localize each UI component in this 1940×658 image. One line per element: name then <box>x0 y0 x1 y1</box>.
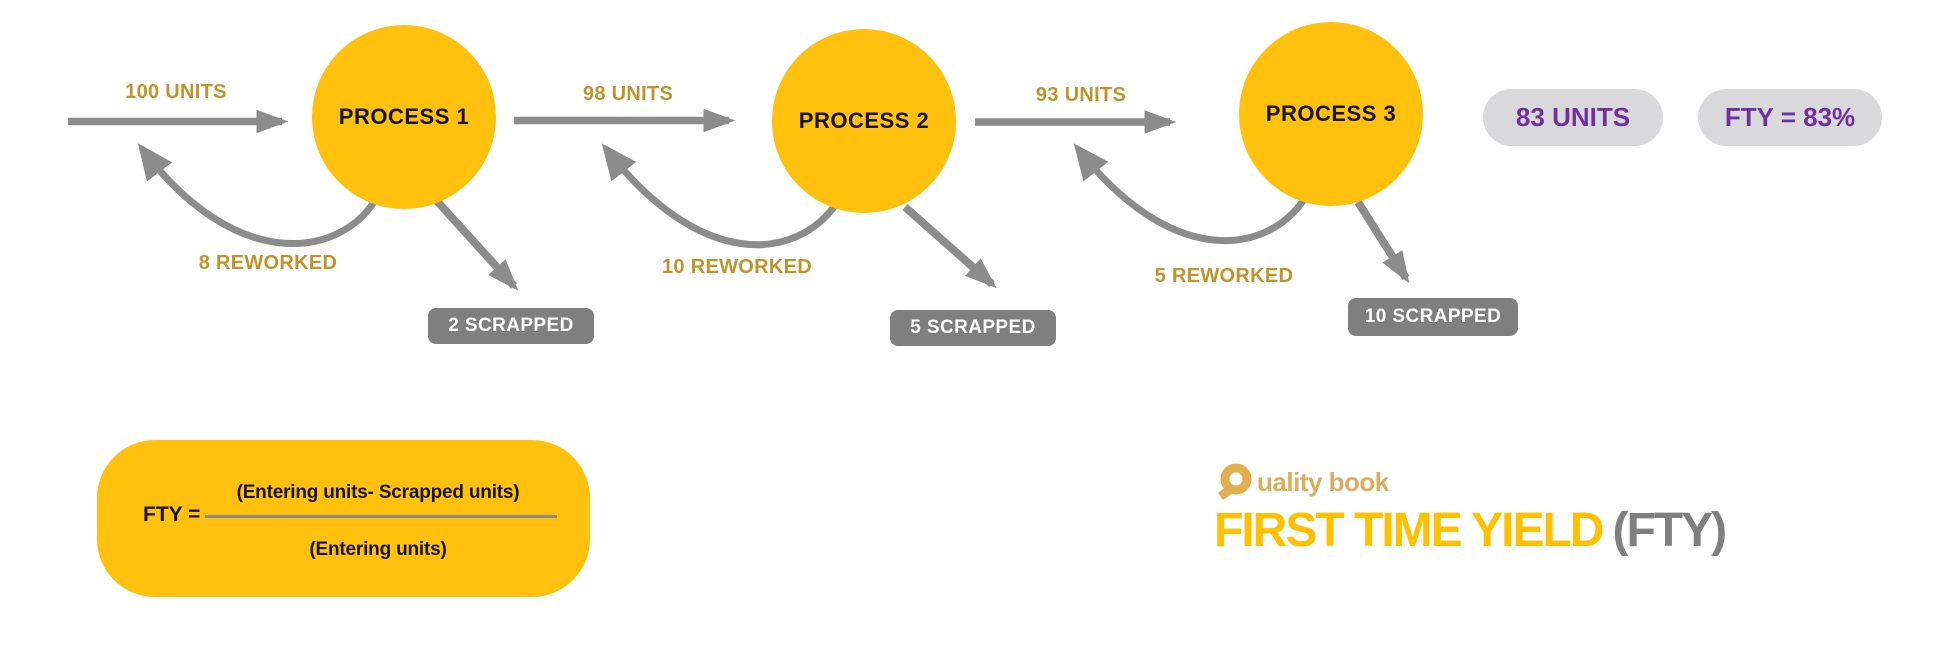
process-2-label: PROCESS 2 <box>798 108 930 133</box>
scrap-arrow-2 <box>902 204 997 289</box>
formula-numerator: (Entering units- Scrapped units) <box>236 482 520 503</box>
scrapped-box-1: 2 SCRAPPED <box>428 308 594 344</box>
formula-card: FTY = (Entering units- Scrapped units) (… <box>97 440 590 597</box>
process-1-circle: PROCESS 1 <box>312 25 496 209</box>
quality-book-logo: uality book <box>1214 462 1389 502</box>
units-label-1: 100 UNITS <box>125 81 227 103</box>
page-title-main: FIRST TIME YIELD <box>1214 504 1604 557</box>
formula-denominator: (Entering units) <box>309 539 447 560</box>
scrapped-box-2: 5 SCRAPPED <box>890 310 1056 346</box>
fty-result-pill: FTY = 83% <box>1698 89 1882 146</box>
rework-arrow-3 <box>1073 143 1307 245</box>
formula-lhs: FTY = <box>143 503 201 526</box>
rework-arrow-1 <box>137 143 378 248</box>
quality-book-logo-icon <box>1218 463 1252 500</box>
rework-arrow-2 <box>601 143 840 249</box>
units-label-3: 93 UNITS <box>1035 84 1127 106</box>
page-title: FIRST TIME YIELD(FTY) <box>1214 503 1727 558</box>
rework-label-2: 10 REWORKED <box>662 256 812 278</box>
scrap-arrow-1 <box>433 197 519 291</box>
quality-book-logo-text: uality book <box>1257 466 1389 497</box>
output-units-pill: 83 UNITS <box>1483 89 1663 146</box>
rework-label-1: 8 REWORKED <box>198 252 338 274</box>
process-3-circle: PROCESS 3 <box>1239 22 1423 206</box>
scrapped-box-3: 10 SCRAPPED <box>1348 298 1518 336</box>
fraction-bar <box>205 515 557 518</box>
process-1-label: PROCESS 1 <box>338 104 470 129</box>
scrap-arrow-3 <box>1354 199 1410 284</box>
process-2-circle: PROCESS 2 <box>772 29 956 213</box>
page-title-suffix: (FTY) <box>1612 504 1727 557</box>
units-label-2: 98 UNITS <box>582 83 674 105</box>
rework-label-3: 5 REWORKED <box>1154 265 1294 287</box>
process-3-label: PROCESS 3 <box>1265 101 1397 126</box>
